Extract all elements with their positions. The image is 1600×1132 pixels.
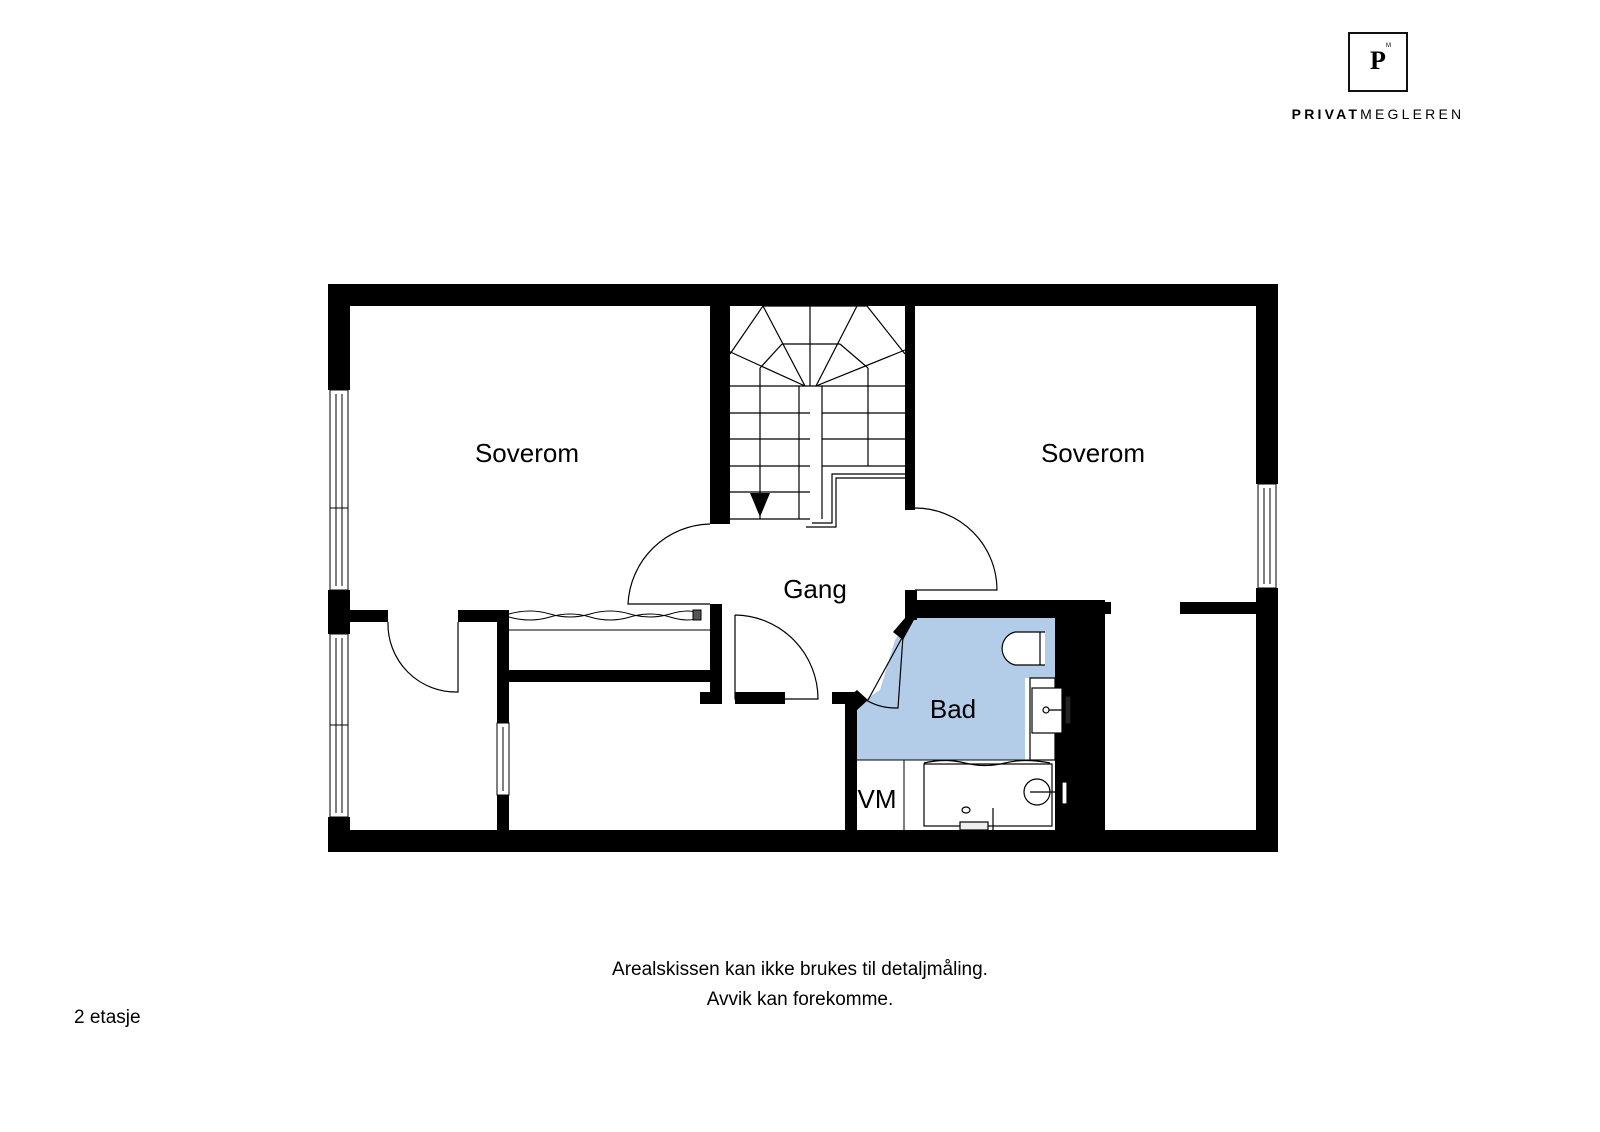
room-label-gang: Gang (783, 574, 847, 604)
logo-letter: P (1370, 46, 1386, 75)
disclaimer-line-1: Arealskissen kan ikke brukes til detaljm… (612, 959, 988, 980)
logo-emblem: P M (1348, 32, 1408, 92)
brand-name: PRIVATMEGLEREN (1288, 106, 1468, 122)
outer-walls (328, 284, 1278, 852)
door-small-room (387, 621, 459, 693)
room-label-soverom-right: Soverom (1041, 438, 1145, 468)
bathtub-icon (923, 759, 1068, 831)
room-label-bad: Bad (930, 694, 976, 724)
door-bath (859, 635, 904, 709)
doors (387, 507, 998, 709)
toilet-icon (1001, 631, 1045, 666)
disclaimer-line-2: Avvik kan forekomme. (706, 989, 894, 1010)
floor-name: 2 etasje (74, 1007, 141, 1028)
door-storage (734, 614, 819, 700)
brand-name-light: MEGLEREN (1360, 106, 1465, 122)
brand-name-bold: PRIVAT (1291, 106, 1361, 122)
interior-walls (350, 284, 1256, 830)
bath-angled-wall-bottom (845, 690, 868, 710)
logo-trademark: M (1386, 43, 1391, 49)
brand-logo: P M PRIVATMEGLEREN (1288, 32, 1468, 122)
room-label-vm: VM (858, 784, 897, 814)
room-label-soverom-left: Soverom (475, 438, 579, 468)
disclaimer: Arealskissen kan ikke brukes til detaljm… (480, 955, 1120, 1015)
door-left-bedroom (627, 523, 711, 605)
door-right-bedroom (914, 507, 998, 591)
windows (329, 389, 1277, 818)
bath-angled-wall-top (893, 618, 915, 640)
staircase (725, 305, 906, 528)
wardrobe-closet (508, 609, 710, 631)
stair-down-arrow-icon (750, 493, 770, 517)
